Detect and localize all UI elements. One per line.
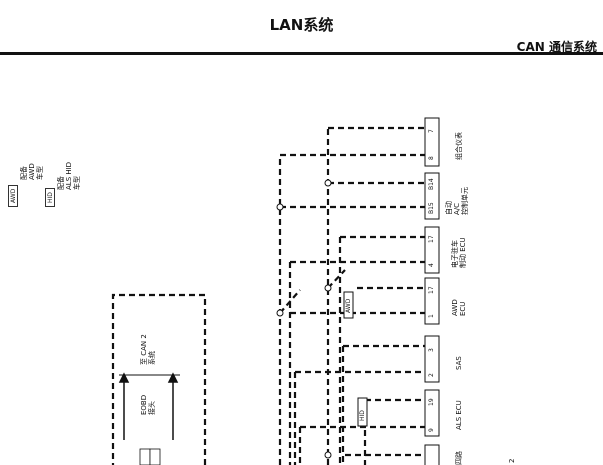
connector-meter xyxy=(424,117,440,167)
connector-module7 xyxy=(424,444,440,465)
page-corner-mark: 2 xyxy=(508,458,516,463)
pin-label: 3 xyxy=(428,348,435,352)
connector-als xyxy=(424,389,440,437)
pin-label: 19 xyxy=(428,398,435,406)
module-label-module7: 四路 xyxy=(455,451,463,465)
splice-node xyxy=(276,309,284,317)
section-subtitle: CAN 通信系统 xyxy=(516,40,597,54)
connector-epb xyxy=(424,226,440,274)
pin-label: 17 xyxy=(428,286,435,294)
splice-node xyxy=(276,203,284,211)
module-label-meter: 组合仪表 xyxy=(455,132,463,160)
page-title: LAN系统 xyxy=(269,16,334,34)
can2-label: 至 CAN 2 系统 xyxy=(140,334,156,365)
legend-hid-desc: 配备 ALS HID 车型 xyxy=(57,161,81,190)
pin-label: 9 xyxy=(428,428,435,432)
module-label-als: ALS ECU xyxy=(455,400,463,430)
eobd-pin xyxy=(139,448,151,465)
pin-label: 4 xyxy=(428,263,435,267)
pin-label: 17 xyxy=(428,235,435,243)
pin-label: 7 xyxy=(428,129,435,133)
inline-hid-label: HID xyxy=(359,410,366,421)
awd-option-box xyxy=(343,291,354,319)
pin-label: B14 xyxy=(428,178,435,190)
pin-label: B15 xyxy=(428,202,435,214)
header-rule xyxy=(0,52,603,55)
module-label-ac: 自动 A/C 控制单元 xyxy=(445,187,469,215)
arrow-up-icon xyxy=(118,372,130,383)
arrow-up-icon xyxy=(167,372,179,383)
connector-sas xyxy=(424,335,440,383)
hid-option-box xyxy=(357,397,368,427)
module-label-sas: SAS xyxy=(455,356,463,370)
splice-node xyxy=(324,179,332,187)
eobd-pin xyxy=(149,448,161,465)
connector-awd xyxy=(424,277,440,325)
pin-label: 1 xyxy=(428,314,435,318)
splice-node xyxy=(324,451,332,459)
pin-label: 8 xyxy=(428,156,435,160)
legend-awd-desc: 配备 AWD 车型 xyxy=(20,163,44,180)
legend-awd-tag: AWD xyxy=(8,185,18,207)
eobd-loop-wire xyxy=(111,293,207,465)
module-label-epb: 电子驻车 制动 ECU xyxy=(451,237,467,268)
legend-hid-tag: HID xyxy=(45,188,55,207)
splice-node xyxy=(324,284,332,292)
eobd-label: EOBD 接头 xyxy=(140,394,156,415)
inline-awd-label: AWD xyxy=(345,298,352,313)
pin-label: 2 xyxy=(428,373,435,377)
connector-ac xyxy=(424,172,440,220)
module-label-awd: AWD ECU xyxy=(451,299,467,316)
